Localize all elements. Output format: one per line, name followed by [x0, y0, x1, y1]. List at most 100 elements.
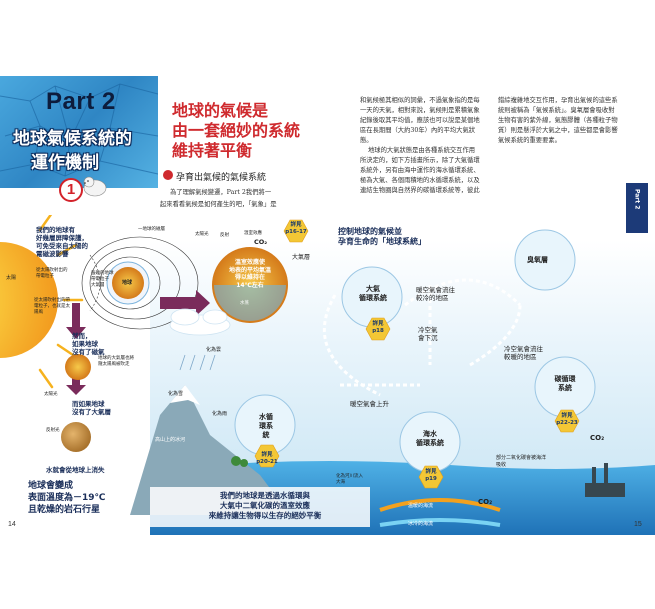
greenhouse-note: 溫室效應使 地表的平均氣溫 得以維持在 14℃左右	[218, 259, 282, 289]
sunlight-label: 太陽光	[44, 392, 58, 397]
magnetic-label1: 強磁的地球	[91, 271, 114, 276]
ocean-cycle-line1: 海水	[423, 430, 437, 438]
magnetosphere-label: 一地球的磁層	[138, 227, 165, 232]
chapter-number: 1	[59, 178, 83, 202]
ocean-cycle-label: 海水 循環系統	[412, 430, 448, 448]
water-lost-note: 水就會從地球上消失	[46, 466, 105, 474]
tree-icons	[231, 456, 248, 467]
greenhouse-line2: 地表的平均氣溫	[228, 266, 271, 274]
col1-line: 系統外，另有由海中運作的海水循環系統、	[360, 167, 480, 174]
barren-line1: 地球會變成	[28, 481, 74, 491]
no-atm-line2: 沒有了大氣層	[72, 408, 111, 416]
arrow-down-1	[66, 303, 86, 339]
water-cycle-line2: 環系	[259, 422, 273, 430]
ozone-layer-label: 臭氧層	[527, 256, 548, 264]
water-cycle-label: 水循 環系 統	[252, 413, 280, 440]
climate-system-illustration	[0, 215, 655, 535]
earth-system-heading: 控制地球的氣候並 孕育生命的「地球系統」	[338, 227, 426, 247]
earth-no-magnet	[65, 354, 91, 380]
col1-line: 一天的天氣，相對來說，氣候則是累積氣象	[360, 107, 480, 114]
warm-flow-line2: 較冷的地區	[416, 294, 449, 302]
magnetic-label3: 大氣層	[91, 283, 105, 288]
summary-statement: 我們的地球是透過水循環與 大氣中二氧化碳的溫室效應 來維持讓生物得以生存的絕妙平…	[170, 491, 360, 521]
ocean-cycle-line2: 循環系統	[416, 439, 444, 447]
col1-line: 區在長期間（大約30年）內的平均大氣狀	[360, 127, 476, 134]
intro-line2: 起來看看氣候是如何產生的吧，「氣象」是	[160, 201, 277, 208]
carbon-ref-badge: 詳見 p22-23	[556, 413, 578, 426]
cold-flow-line2: 較暖的地區	[504, 353, 537, 361]
summary-box	[150, 487, 370, 527]
greenhouse-reflect: 反射	[220, 233, 229, 238]
cold-air-sink-note: 冷空氣 會下沉	[418, 326, 438, 342]
part-title-line1: 地球氣候系統的	[13, 129, 132, 149]
polar-bear-icon	[83, 176, 107, 197]
factory-icon	[585, 463, 625, 497]
col2-line: 生物有害的紫外線，氣態膠體（各種粒子物	[498, 117, 618, 124]
water-cycle-line1: 水循	[259, 413, 273, 421]
magnetic-label-group: 強磁的地球 帶電粒子 大氣層	[91, 271, 114, 289]
cold-current-label: 冰冷的海流	[408, 521, 434, 527]
headline-line1: 地球的氣候是	[172, 101, 269, 120]
headline-line2: 由一套絕妙的系統	[172, 121, 301, 140]
cold-flow-line1: 冷空氣會流往	[504, 345, 543, 353]
magnetic-label2: 帶電粒子	[91, 277, 109, 282]
cold-current-arrow	[379, 518, 501, 527]
rain-label: 化為雨	[212, 411, 228, 417]
carbon-line1: 碳循環	[554, 375, 576, 383]
solar-wind-label2: 從太陽吹射出的帶電粒子，也就是太陽風	[34, 298, 70, 315]
section-title: 孕育出氣候的氣候系統	[176, 173, 267, 183]
airflow-arrows	[322, 278, 522, 397]
cloud-label: 化為雲	[206, 347, 222, 353]
co2-absorb-note: 部分二氧化碳會被海洋吸收	[496, 455, 547, 468]
snow-label: 化為雪	[168, 391, 184, 397]
ocean-cycle-ref-badge: 詳見 p19	[425, 469, 437, 482]
magnetic-field-lines	[81, 236, 199, 330]
cold-air-flow-note: 冷空氣會流往 較暖的地區	[504, 345, 543, 361]
mountain-graphic	[130, 385, 290, 515]
no-atm-line1: 而如果地球	[72, 400, 105, 408]
right-column-1: 和氣候極其相似的詞彙，不過氣象指的是每 一天的天氣，相對來說，氣候則是累積氣象 …	[360, 96, 490, 196]
warm-air-flow-note: 暖空氣會流往 較冷的地區	[416, 286, 455, 302]
air-cycle-line2: 循環系統	[359, 294, 387, 302]
col1-line: 所決定的，如下方插畫所示，除了大氣循環	[360, 157, 480, 164]
air-cycle-line1: 大氣	[366, 285, 380, 293]
greenhouse-gas: 溫室效應	[244, 231, 262, 236]
warm-flow-line1: 暖空氣會流往	[416, 286, 455, 294]
bottom-line3: 來維持讓生物得以生存的絕妙平衡	[208, 511, 322, 520]
arrow-down-2	[66, 373, 86, 395]
col1-line: 極為大氣、各個雨積地的水循環系統，以及	[360, 177, 480, 184]
part-header-tile	[0, 76, 158, 188]
greenhouse-line3: 得以維持在	[234, 274, 265, 281]
cycle-circles	[234, 229, 596, 473]
but-line3: 沒有了磁氣	[72, 348, 105, 356]
co2-label-right: CO₂	[590, 434, 605, 442]
water-cycle-ref-badge: 詳見 p20-21	[256, 452, 278, 465]
greenhouse-line1: 溫室效應使	[234, 259, 265, 266]
water-cycle-line3: 統	[262, 431, 270, 439]
col2-line: 統則被稱為「氣候系統」。臭氧層會吸收對	[498, 107, 615, 114]
part-title-line2: 運作機制	[31, 153, 99, 173]
col2-line: 氣候系統的重要要素。	[498, 137, 561, 144]
warm-current-arrow	[379, 498, 501, 512]
warm-current-label: 溫暖的海流	[408, 503, 434, 509]
carbon-line2: 系統	[558, 384, 572, 392]
barren-planet-note: 地球會變成 表面溫度為－19℃ 且乾燥的岩石行星	[28, 480, 105, 516]
page-number-left: 14	[8, 521, 16, 528]
glacier-label: 高山上的冰河	[155, 437, 186, 443]
cold-down-line1: 冷空氣	[418, 326, 438, 334]
earth-protect-line1: 我們的地球有	[36, 226, 75, 234]
right-column-2: 錯綜複雜地交互作用，孕育出氣候的這些系 統則被稱為「氣候系統」。臭氧層會吸收對 …	[498, 96, 626, 146]
water-vapor-label: 水蒸	[240, 301, 249, 306]
atmosphere-label: 大氣層	[292, 254, 311, 261]
control-line2: 孕育生命的「地球系統」	[338, 237, 426, 246]
co2-label-top: CO₂	[254, 238, 268, 246]
control-line1: 控制地球的氣候並	[338, 227, 402, 236]
part-side-tab: Part 2	[626, 183, 648, 233]
no-magnet-note: 然而， 如果地球 沒有了磁氣	[72, 332, 105, 356]
earth-graphic	[112, 267, 144, 299]
but-line2: 如果地球	[72, 340, 98, 348]
air-cycle-ref-badge: 詳見 p18	[372, 321, 384, 334]
col2-line: 錯綜複雜地交互作用，孕育出氣候的這些系	[498, 97, 618, 104]
earth-protect-line2: 好幾層屏障保護，	[36, 234, 88, 242]
